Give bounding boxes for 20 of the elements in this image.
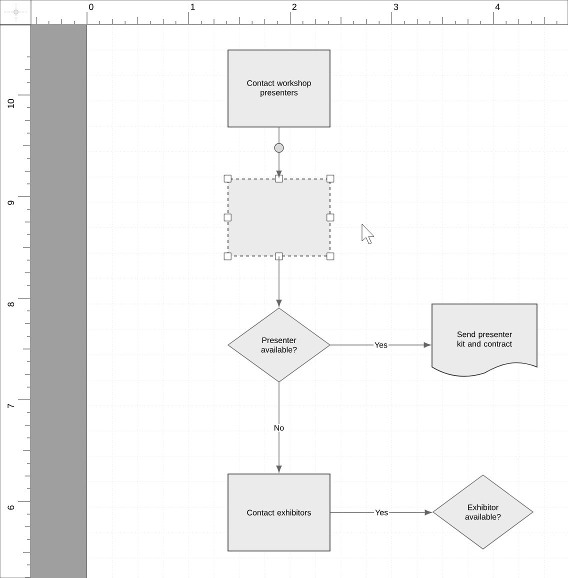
ruler-number: 6 [8, 506, 14, 510]
edge-label: Yes [374, 342, 388, 348]
process-box: Contact workshop presenters [228, 50, 330, 128]
arrow [330, 342, 431, 348]
process-box: Contact exhibitors [228, 474, 330, 552]
ruler-number: 10 [8, 99, 14, 108]
edge-label: Yes [375, 510, 388, 516]
edge-label: No [274, 425, 284, 431]
arrow [330, 510, 432, 516]
arrow [276, 256, 282, 307]
ruler-number: 7 [8, 404, 14, 408]
ruler-number: 2 [292, 4, 296, 10]
arrow [276, 382, 282, 473]
ruler-number: 9 [8, 200, 14, 205]
ruler-number: 4 [495, 4, 500, 10]
ruler-number: 3 [394, 4, 398, 10]
ruler-number: 8 [8, 302, 14, 307]
ruler-number: 1 [191, 4, 195, 10]
arrow [274, 127, 284, 178]
ruler-number: 0 [89, 4, 94, 10]
